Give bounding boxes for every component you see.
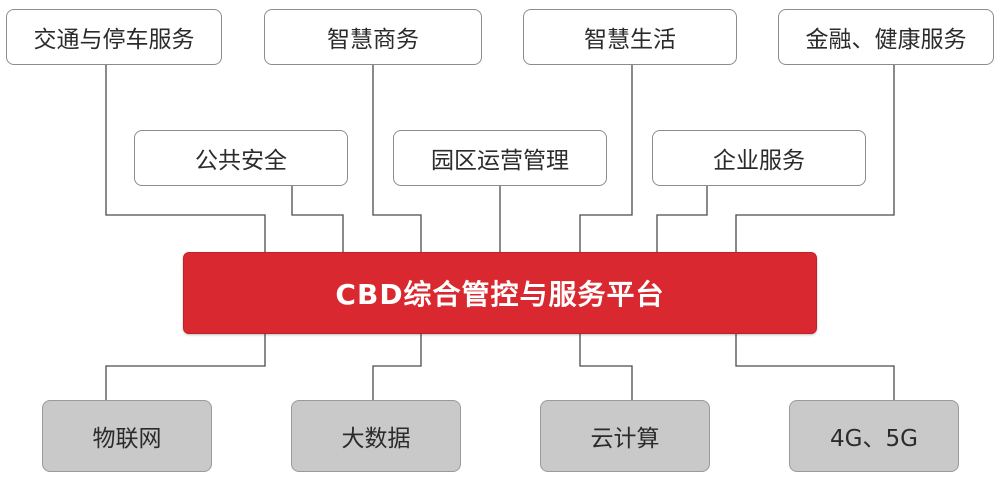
service-label: 金融、健康服务 xyxy=(805,27,967,53)
service-enterprise: 企业服务 xyxy=(652,130,866,186)
service-label: 智慧商务 xyxy=(327,27,419,53)
connector-line xyxy=(735,334,895,400)
service-label: 企业服务 xyxy=(713,148,805,174)
tech-big-data: 大数据 xyxy=(291,400,461,472)
connector-line xyxy=(656,186,708,252)
connector-line xyxy=(105,65,266,252)
service-finance-health: 金融、健康服务 xyxy=(778,9,994,65)
tech-label: 大数据 xyxy=(341,426,411,452)
service-smart-business: 智慧商务 xyxy=(264,9,482,65)
service-label: 园区运营管理 xyxy=(431,148,569,174)
connector-line xyxy=(372,334,422,400)
connector-line xyxy=(291,186,344,252)
core-platform: CBD综合管控与服务平台 xyxy=(183,252,817,334)
tech-cloud-computing: 云计算 xyxy=(540,400,710,472)
service-label: 公共安全 xyxy=(195,148,287,174)
service-label: 交通与停车服务 xyxy=(33,27,195,53)
service-public-safety: 公共安全 xyxy=(134,130,348,186)
tech-iot: 物联网 xyxy=(42,400,212,472)
tech-label: 4G、5G xyxy=(830,426,918,452)
service-traffic-parking: 交通与停车服务 xyxy=(6,9,222,65)
connector-line xyxy=(372,65,422,252)
service-park-operations: 园区运营管理 xyxy=(393,130,607,186)
service-smart-life: 智慧生活 xyxy=(523,9,737,65)
connector-line xyxy=(579,334,633,400)
connector-line xyxy=(105,334,266,400)
connector-line xyxy=(579,65,633,252)
service-label: 智慧生活 xyxy=(584,27,676,53)
tech-label: 云计算 xyxy=(590,426,660,452)
tech-4g-5g: 4G、5G xyxy=(789,400,959,472)
connector-line xyxy=(735,65,895,252)
tech-label: 物联网 xyxy=(92,426,162,452)
core-platform-label: CBD综合管控与服务平台 xyxy=(335,278,665,311)
